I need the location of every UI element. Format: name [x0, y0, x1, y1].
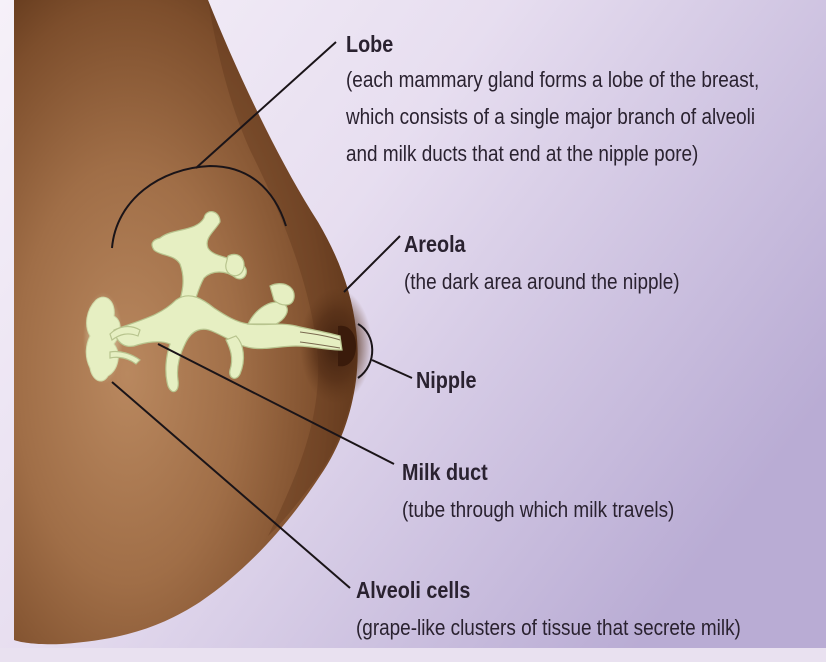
milk-duct-title: Milk duct — [402, 458, 674, 486]
milk-duct-label: Milk duct (tube through which milk trave… — [402, 458, 674, 525]
lobe-label: Lobe (each mammary gland forms a lobe of… — [346, 30, 759, 169]
areola-desc-line: (the dark area around the nipple) — [404, 267, 680, 297]
lobe-desc-line: which consists of a single major branch … — [346, 102, 759, 132]
areola-title: Areola — [404, 230, 680, 258]
areola-label: Areola (the dark area around the nipple) — [404, 230, 680, 297]
milk-duct-desc-line: (tube through which milk travels) — [402, 495, 674, 525]
alveoli-cells-label: Alveoli cells (grape-like clusters of ti… — [356, 576, 741, 643]
lobe-desc-line: and milk ducts that end at the nipple po… — [346, 139, 759, 169]
alveoli-cells-desc-line: (grape-like clusters of tissue that secr… — [356, 613, 741, 643]
lobe-title: Lobe — [346, 30, 759, 58]
alveoli-cells-title: Alveoli cells — [356, 576, 741, 604]
nipple-label: Nipple — [416, 366, 476, 394]
nipple-title: Nipple — [416, 366, 476, 394]
lobe-desc-line: (each mammary gland forms a lobe of the … — [346, 65, 759, 95]
bottom-strip — [0, 648, 826, 662]
